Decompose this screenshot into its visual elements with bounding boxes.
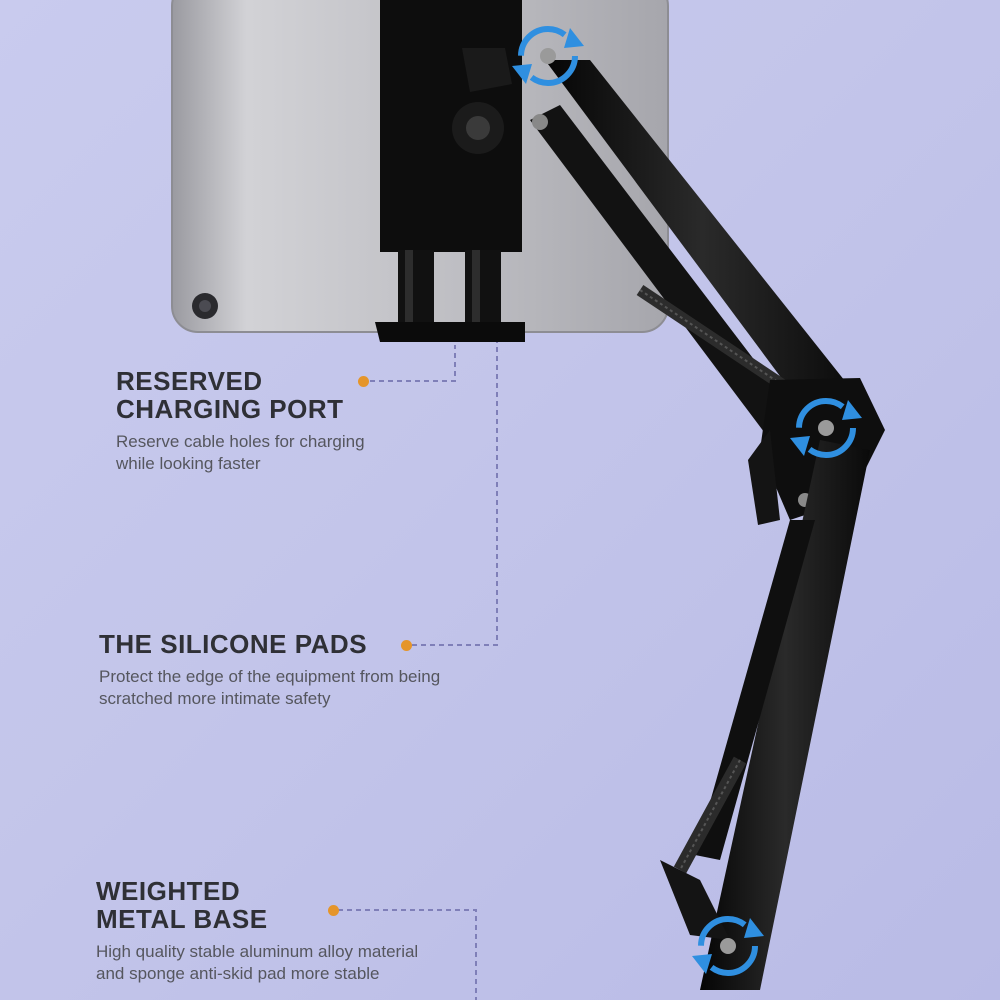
- leader-lines: [338, 342, 498, 1000]
- feature-description: Reserve cable holes for charging while l…: [116, 432, 365, 473]
- feature-charging-port: RESERVED CHARGING PORT Reserve cable hol…: [116, 367, 436, 475]
- rotate-icon: [692, 916, 764, 976]
- feature-metal-base: WEIGHTED METAL BASE High quality stable …: [96, 877, 496, 985]
- feature-title: WEIGHTED METAL BASE: [96, 876, 268, 934]
- feature-title: THE SILICONE PADS: [99, 629, 368, 659]
- feature-title: RESERVED CHARGING PORT: [116, 366, 344, 424]
- feature-dot: [401, 640, 412, 651]
- feature-description: Protect the edge of the equipment from b…: [99, 667, 441, 708]
- camera-icon: [192, 293, 218, 319]
- feature-dot: [328, 905, 339, 916]
- feature-silicone-pads: THE SILICONE PADS Protect the edge of th…: [99, 630, 519, 710]
- feature-dot: [358, 376, 369, 387]
- holder-clamp: [375, 0, 525, 342]
- rotate-icon: [790, 398, 862, 458]
- upper-arm: [530, 60, 860, 440]
- lower-arm: [660, 440, 870, 990]
- rotate-icon: [512, 26, 584, 86]
- knob: [462, 48, 512, 92]
- feature-description: High quality stable aluminum alloy mater…: [96, 942, 419, 983]
